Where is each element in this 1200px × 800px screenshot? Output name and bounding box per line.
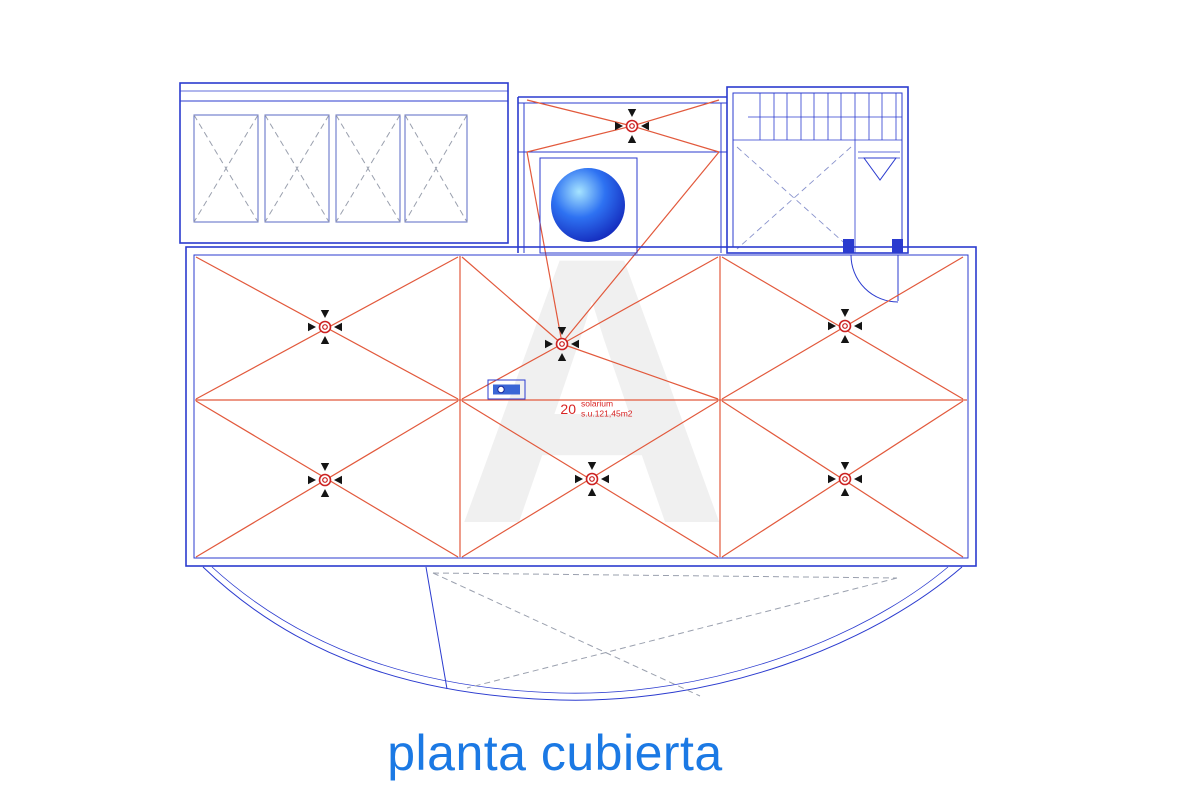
skylight-panel — [264, 114, 330, 223]
room-number: 20 — [560, 401, 576, 417]
skylight-panel — [404, 114, 468, 223]
solarium-label: 20 solarium s.u.121,45m2 — [560, 399, 632, 419]
roof-hatch — [487, 379, 526, 400]
dome-skylight — [551, 168, 625, 242]
skylight-panel — [193, 114, 259, 223]
stair-treads — [733, 93, 902, 141]
skylight-bank — [179, 82, 509, 244]
roof-drain — [827, 461, 863, 497]
roof-drain — [827, 308, 863, 344]
roof-drain — [614, 108, 650, 144]
roof-ridge-lines — [195, 256, 967, 557]
stairwell-door — [850, 254, 899, 303]
stairwell — [726, 86, 909, 303]
lower-terrace — [202, 566, 963, 701]
room-name: solarium — [581, 399, 613, 409]
main-roof — [185, 246, 977, 567]
stair-landing-cross — [736, 146, 852, 250]
roof-drain — [307, 462, 343, 498]
stair-direction-arrow — [858, 151, 900, 181]
plan-title: planta cubierta — [387, 725, 723, 781]
door-jamb — [892, 239, 903, 253]
door-jamb — [843, 239, 854, 253]
roof-drain — [307, 309, 343, 345]
skylight-panel — [335, 114, 401, 223]
room-area: s.u.121,45m2 — [581, 409, 633, 419]
